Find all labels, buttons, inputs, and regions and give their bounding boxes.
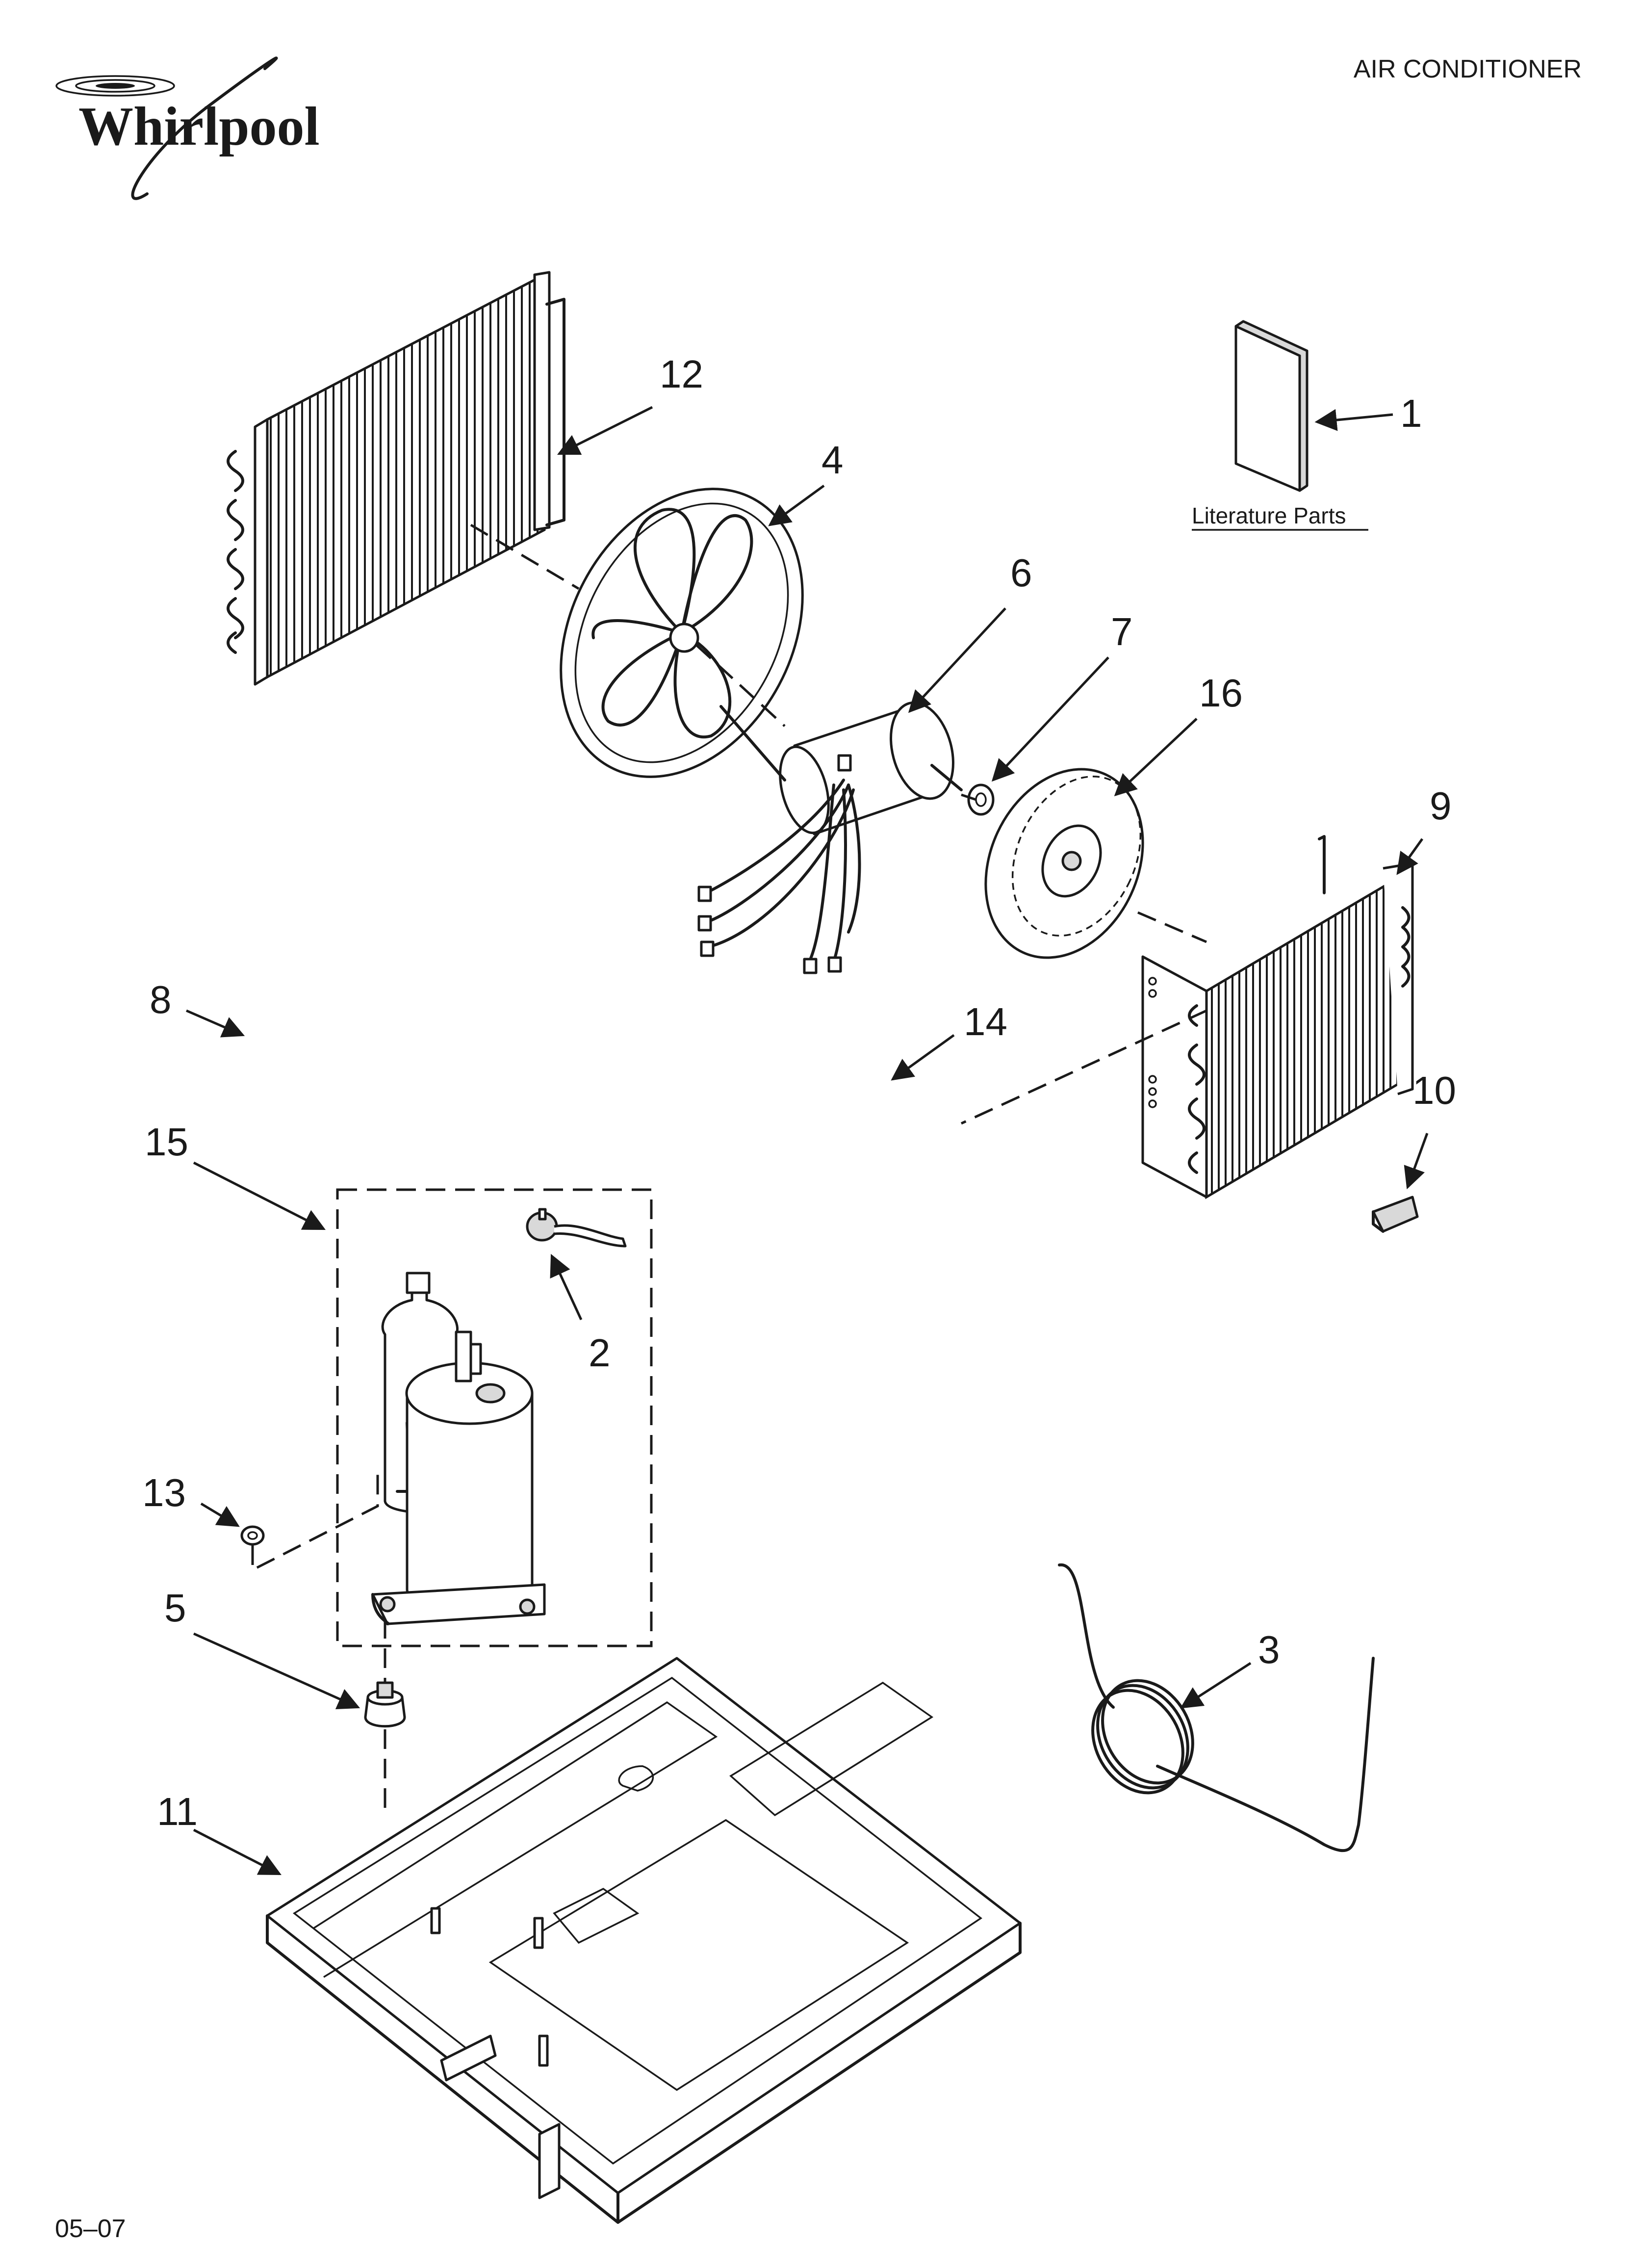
callout-8: 8	[150, 978, 172, 1021]
compressor	[371, 1272, 546, 1625]
product-title: AIR CONDITIONER	[1354, 55, 1582, 83]
fan-motor	[697, 701, 963, 974]
evaporator-coil	[1141, 835, 1414, 1199]
grommet-nut	[240, 1525, 265, 1546]
assembly-leader-lines	[251, 523, 1207, 1810]
callout-6: 6	[1010, 551, 1032, 595]
callout-1: 1	[1400, 391, 1422, 435]
callout-11: 11	[157, 1790, 198, 1833]
callout-10: 10	[1412, 1069, 1456, 1112]
callout-4: 4	[821, 438, 844, 482]
callout-13: 13	[142, 1471, 186, 1514]
literature-parts: Literature Parts	[1192, 320, 1368, 531]
whirlpool-logo: Whirlpool	[55, 56, 320, 200]
capillary-coil	[1058, 1563, 1375, 1852]
literature-label: Literature Parts	[1192, 503, 1346, 528]
condenser-coil	[227, 271, 565, 686]
callout-16: 16	[1199, 671, 1243, 715]
blower-wheel	[984, 768, 1144, 959]
brand-name: Whirlpool	[78, 96, 320, 157]
callout-2: 2	[589, 1331, 611, 1375]
date-code: 05–07	[55, 2215, 126, 2243]
compressor-grommet	[364, 1681, 406, 1728]
callout-3: 3	[1258, 1628, 1280, 1671]
callout-15: 15	[145, 1120, 188, 1164]
callout-arrows	[186, 406, 1429, 1876]
compressor-assembly-box	[336, 1188, 653, 1647]
callout-12: 12	[660, 352, 703, 396]
mounting-clip	[1372, 1196, 1419, 1233]
refrigerant-tube-8	[243, 900, 431, 1082]
condenser-fan	[560, 488, 804, 778]
callout-9: 9	[1430, 784, 1452, 828]
callout-7: 7	[1111, 610, 1133, 653]
callout-14: 14	[964, 1000, 1007, 1043]
callout-5: 5	[164, 1586, 186, 1630]
refrigerant-tube-14	[837, 999, 963, 1217]
callout-labels: 1 2 3 4 5 6 7 8 9 10 11 12 13 14 15 16	[142, 352, 1456, 1833]
base-pan	[266, 1657, 1022, 2224]
overload-protector	[526, 1208, 627, 1248]
